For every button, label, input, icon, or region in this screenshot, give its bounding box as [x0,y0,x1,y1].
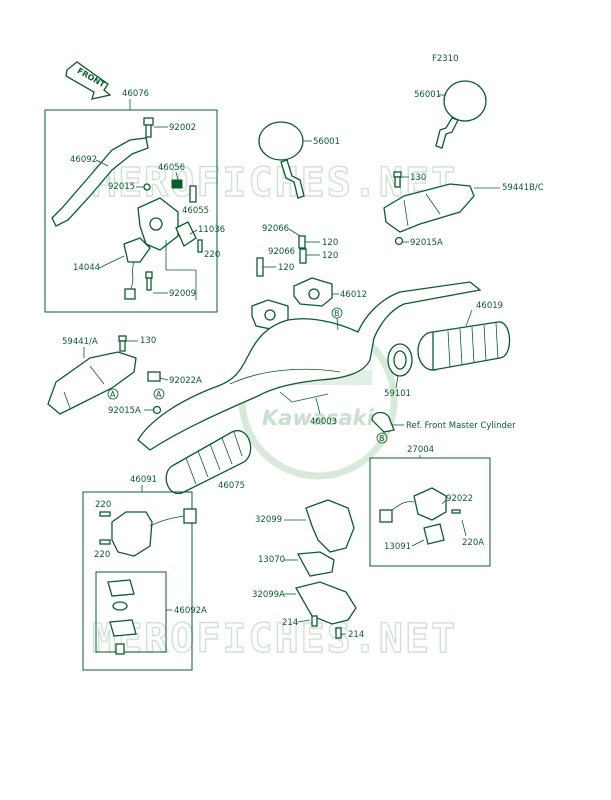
screw-214-b [335,627,342,639]
bolt-130-right [393,171,402,188]
label-46091: 46091 [130,475,157,485]
master-cylinder-clamp [371,411,395,433]
part-92022a [147,371,161,382]
lever-assembly-frame [44,109,218,313]
switch-13091 [423,523,445,545]
label-120-a: 120 [322,238,338,248]
label-59441a: 59441/A [62,337,98,347]
left-switch-frame [82,491,193,671]
label-59441bc: 59441B/C [502,183,544,193]
screw-214-a [311,615,318,627]
label-46012-a: 46012 [340,290,367,300]
washer-92015a-left [152,405,162,415]
label-46056: 46056 [158,163,185,173]
label-32099a: 32099A [252,590,285,600]
callout-a-1: A [110,390,116,399]
bolt-130-left [118,335,127,352]
label-120-c: 120 [278,263,294,273]
handlebar-46003 [137,281,482,451]
part-46055 [189,185,197,203]
label-130-left: 130 [140,336,156,346]
label-46055: 46055 [182,206,209,216]
lever-bracket-59441bc [383,183,475,233]
left-grip-46075 [165,429,252,495]
label-46076: 46076 [122,89,149,99]
diagram-code: F2310 [432,54,459,64]
switch-part-upper [107,579,135,597]
label-220-b: 220 [95,500,111,510]
label-220-a: 220 [204,250,220,260]
switch-subassembly-frame [95,571,167,653]
label-92066-b: 92066 [268,247,295,257]
switch-connector-27004 [379,509,393,523]
label-56001-left: 56001 [313,137,340,147]
label-46003: 46003 [310,417,337,427]
label-130-right: 130 [410,173,426,183]
mirror-left-56001 [258,121,305,199]
screw-220 [197,239,203,253]
cable-13070 [296,551,335,577]
throttle-grip-46019 [417,321,511,371]
washer-92015 [143,183,151,191]
label-11036: 11036 [198,225,225,235]
label-14044: 14044 [73,263,100,273]
bolt-120-a [298,235,306,249]
label-13070: 13070 [258,555,285,565]
callout-b-1: B [334,309,340,318]
part-11036 [175,221,197,247]
bolt-120-c [256,257,264,277]
label-59101: 59101 [384,389,411,399]
switch-housing-27004 [413,487,447,521]
label-214-a: 214 [282,618,298,628]
label-220a: 220A [462,538,484,548]
label-13091: 13091 [384,542,411,552]
right-switch-frame [369,457,491,567]
clutch-lever [51,137,149,227]
switch-connector [124,288,136,300]
bolt-92002 [143,117,154,138]
label-27004: 27004 [407,445,434,455]
callout-a-2: A [156,390,162,399]
front-arrow-icon: FRONT [65,61,112,100]
switch-spring [112,601,128,611]
label-220-c: 220 [94,550,110,560]
ref-front-master-cylinder: Ref. Front Master Cylinder [406,421,516,431]
label-92009: 92009 [169,289,196,299]
label-92015a-left: 92015A [108,406,141,416]
label-92015a-right: 92015A [410,238,443,248]
label-92066-a: 92066 [262,224,289,234]
switch-14044 [123,237,151,263]
label-32099: 32099 [255,515,282,525]
label-56001-right: 56001 [414,90,441,100]
bolt-120-b [299,248,307,264]
label-92022: 92022 [446,494,473,504]
label-214-b: 214 [348,630,364,640]
label-46092a: 46092A [174,606,207,616]
label-92022a: 92022A [169,376,202,386]
label-46092: 46092 [70,155,97,165]
label-120-b: 120 [322,251,338,261]
logo-text: Kawasaki [262,406,375,430]
switch-part-lower [109,619,137,637]
bolt-92009 [145,271,153,291]
switch-screw [115,643,125,655]
watermark-bottom: MEROFICHES.NET [92,616,457,662]
label-46075: 46075 [218,481,245,491]
label-92015: 92015 [108,182,135,192]
switch-connector-46091 [183,508,197,524]
part-46056 [171,179,183,189]
callout-b-2: B [379,434,385,443]
label-92002: 92002 [169,123,196,133]
washer-92015a-right [394,236,404,246]
throttle-case-upper-32099 [305,499,355,553]
mirror-right-56001 [435,80,487,149]
lever-bracket-59441a [47,351,137,415]
switch-housing-46091 [111,511,153,557]
throttle-housing-59101 [387,343,413,377]
screw-220a [451,509,461,514]
label-46019: 46019 [476,301,503,311]
